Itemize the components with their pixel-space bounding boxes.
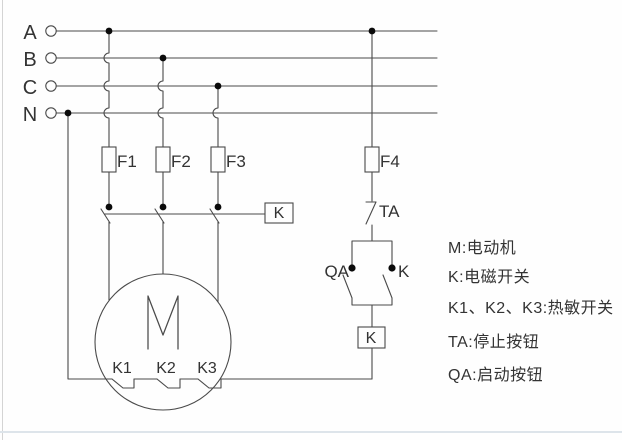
coil-box-label: K [366, 330, 377, 347]
canvas-bottom-border [0, 431, 622, 433]
legend-item-contactor: K:电磁开关 [448, 269, 531, 286]
junction-dots [64, 27, 396, 272]
junction-dot [368, 27, 376, 35]
stop-button-symbol [365, 201, 377, 225]
legend: M:电动机 K:电磁开关 K1、K2、K3:热敏开关 TA:停止按钮 QA:启动… [448, 0, 618, 440]
legend-item-stop-button: TA:停止按钮 [448, 334, 540, 351]
aux-contact-blade [382, 274, 393, 299]
contactor-box-label: K [274, 205, 285, 222]
wire [103, 30, 110, 148]
terminal-circle-c [45, 80, 57, 92]
terminal-circle-b [45, 52, 57, 64]
junction-dot [64, 109, 72, 117]
thermal-label-k1: K1 [112, 360, 132, 377]
wire [212, 85, 219, 148]
contact-dot [214, 203, 222, 211]
junction-dot [105, 27, 113, 35]
wire [351, 297, 393, 328]
motor: K1 K2 K3 [94, 273, 232, 411]
fuse-f4-label: F4 [380, 152, 400, 171]
fuse-f1-label: F1 [117, 152, 137, 171]
phase-label-n: N [23, 104, 37, 126]
legend-item-motor: M:电动机 [448, 240, 517, 257]
fuse-f4-symbol [364, 146, 380, 173]
contact-dot [105, 203, 113, 211]
phase-a-branch: F1 [100, 30, 137, 301]
legend-item-thermal: K1、K2、K3:热敏开关 [448, 300, 614, 317]
control-circuit: F4 TA QA K K [324, 30, 410, 380]
thermal-label-k3: K3 [197, 360, 217, 377]
contact-blade [209, 208, 220, 224]
phase-label-c: C [23, 77, 37, 99]
thermal-contact-k2 [156, 378, 181, 389]
wire [351, 240, 393, 269]
phase-label-b: B [23, 49, 36, 71]
start-button-blade [342, 274, 353, 299]
contact-dot [159, 203, 167, 211]
wire [157, 57, 164, 148]
neutral-return-rail [67, 112, 373, 389]
wire [67, 112, 113, 380]
legend-item-start-button: QA:启动按钮 [448, 367, 544, 384]
phase-b-branch: F2 [154, 57, 191, 275]
contact-dot [388, 264, 396, 272]
fuse-f2-label: F2 [171, 152, 191, 171]
junction-dot [214, 82, 222, 90]
thermal-label-k2: K2 [156, 360, 176, 377]
fuse-f2-symbol [155, 146, 171, 173]
start-button-label: QA [324, 262, 349, 281]
power-bus: A B C N [23, 22, 438, 126]
phase-label-a: A [23, 22, 37, 44]
junction-dot [159, 54, 167, 62]
contactor-box [264, 202, 294, 224]
motor-circle [94, 273, 232, 411]
contact-blade [100, 208, 111, 224]
motor-letter-strokes [147, 295, 179, 350]
terminal-circle-a [45, 25, 57, 37]
stop-button-label: TA [379, 202, 400, 221]
contact-dot [348, 264, 356, 272]
thermal-contact-k1 [111, 378, 135, 389]
aux-contact-label: K [398, 262, 410, 281]
canvas-left-border [2, 0, 3, 440]
contact-blade [154, 208, 165, 224]
thermal-contact-k3 [197, 378, 222, 389]
fuse-f3-symbol [210, 146, 226, 173]
fuse-f3-label: F3 [226, 152, 246, 171]
phase-c-branch: F3 [209, 85, 246, 303]
terminal-circle-n [45, 107, 57, 119]
fuse-f1-symbol [101, 146, 117, 173]
contactor-main: K [104, 202, 294, 224]
